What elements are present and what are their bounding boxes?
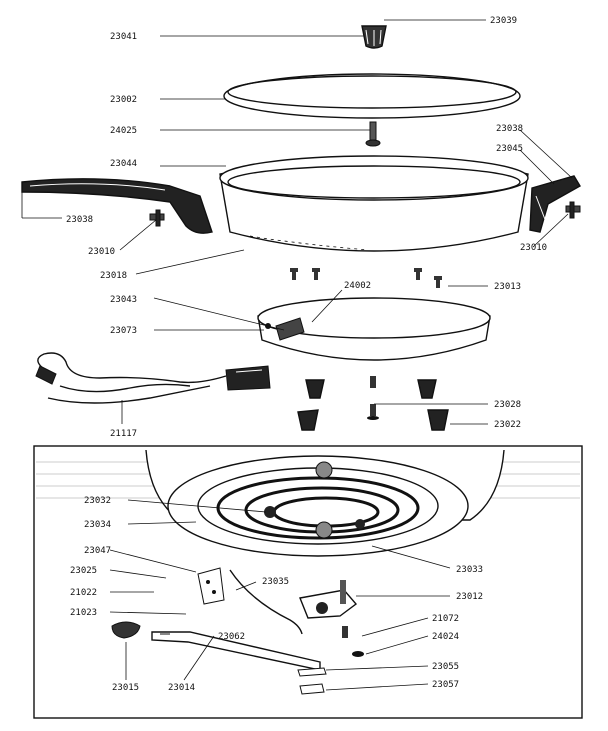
part-labels: 23041 23039 23002 24025 23038 23045 2304… — [66, 16, 547, 693]
label-lid-knob-screw: 23041 — [110, 32, 137, 42]
lid-screw-part — [365, 121, 381, 147]
label-terminal-nut: 21023 — [70, 608, 97, 618]
label-bracket-nut: 24024 — [432, 632, 459, 642]
label-base: 23073 — [110, 326, 137, 336]
label-handle-right-a: 23038 — [496, 124, 523, 134]
label-wire-lead: 23035 — [262, 577, 289, 587]
label-base-bracket: 23043 — [110, 295, 137, 305]
lower-assembly-panel — [33, 445, 583, 719]
handle-screw-right-part — [565, 201, 581, 219]
leader-lines — [21, 19, 573, 691]
label-bracket-screw: 21072 — [432, 614, 459, 624]
label-handle-left-grip: 23044 — [110, 159, 137, 169]
label-base-screw-right: 23013 — [494, 282, 521, 292]
handle-screw-left-part — [149, 209, 165, 227]
label-element-clip: 23034 — [84, 520, 111, 530]
left-handle-part — [21, 178, 213, 234]
label-handle-left: 23038 — [66, 215, 93, 225]
label-lid-screw: 24025 — [110, 126, 137, 136]
power-cord-part — [35, 352, 271, 404]
label-bottom-plate: 23057 — [432, 680, 459, 690]
label-arm-plate: 23062 — [218, 632, 245, 642]
label-handle-screw-left: 23010 — [88, 247, 115, 257]
feet-screws-part — [367, 376, 379, 420]
label-pan: 23018 — [100, 271, 127, 281]
right-handle-part — [529, 175, 581, 233]
label-lid-knob: 23039 — [490, 16, 517, 26]
label-lid: 23002 — [110, 95, 137, 105]
label-handle-screw-right: 23010 — [520, 243, 547, 253]
label-handle-right-b: 23045 — [496, 144, 523, 154]
lid-part — [223, 73, 521, 119]
base-part — [257, 297, 491, 361]
label-feet-screw: 23028 — [494, 400, 521, 410]
label-terminal-clip: 23025 — [70, 566, 97, 576]
label-control-arm: 23014 — [168, 683, 195, 693]
pan-part — [219, 155, 529, 252]
label-element: 23033 — [456, 565, 483, 575]
label-terminal-screw: 21022 — [70, 588, 97, 598]
base-screws-part — [290, 268, 442, 288]
feet-part — [297, 379, 449, 431]
lid-knob-part — [361, 25, 387, 49]
label-terminal-top: 23032 — [84, 496, 111, 506]
label-spring-plate: 23055 — [432, 662, 459, 672]
label-thermostat: 23012 — [456, 592, 483, 602]
label-element-wire: 23047 — [84, 546, 111, 556]
label-control-knob: 23015 — [112, 683, 139, 693]
label-base-screw-center: 24002 — [344, 281, 371, 291]
label-feet: 23022 — [494, 420, 521, 430]
label-cord: 21117 — [110, 429, 137, 439]
